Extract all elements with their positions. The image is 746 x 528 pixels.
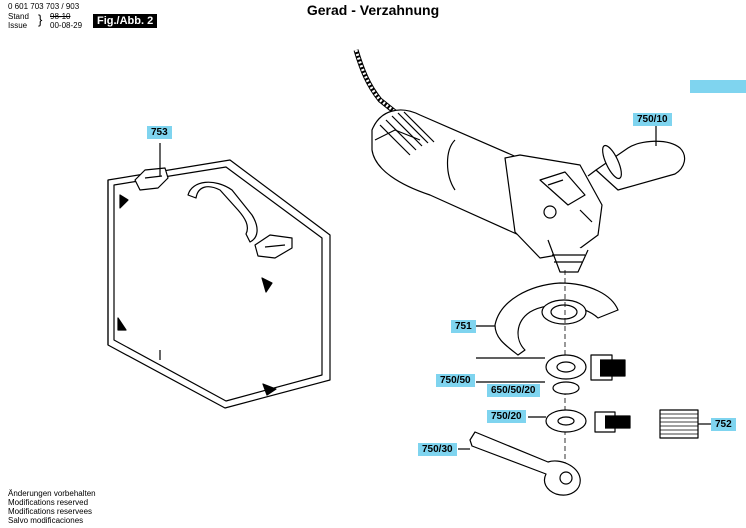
footer-line: Salvo modificaciones <box>8 516 84 525</box>
footer-line: Modifications reserved <box>8 498 89 507</box>
side-handle <box>587 126 686 191</box>
issue-value: 00-08-29 <box>50 21 83 30</box>
part-label-case: 753 <box>147 126 172 139</box>
part-label-spanner: 750/30 <box>418 443 457 456</box>
o-ring <box>552 381 580 395</box>
quick-nut <box>659 409 712 439</box>
part-label-guard: 751 <box>451 320 476 333</box>
footer-notes: Änderungen vorbehalten Modifications res… <box>8 489 96 525</box>
guard <box>468 282 619 356</box>
part-label-flange: 750/50 <box>436 374 475 387</box>
brace-icon: } <box>38 12 43 27</box>
stand-value: 98-10 <box>50 12 71 21</box>
doc-number: 0 601 703 703 / 903 <box>8 2 80 11</box>
spanner <box>458 431 581 496</box>
part-label-nut: 750/20 <box>487 410 526 423</box>
flange <box>545 354 587 380</box>
stand-label: Stand <box>8 12 29 21</box>
issue-label: Issue <box>8 21 28 30</box>
page-title: Gerad - Verzahnung <box>306 2 440 18</box>
side-tab <box>690 80 746 93</box>
carrying-case <box>107 143 331 409</box>
part-label-quick-nut: 752 <box>711 418 736 431</box>
footer-line: Änderungen vorbehalten <box>8 489 96 498</box>
clamping-nut <box>545 409 587 433</box>
part-label-oring: 650/50/20 <box>487 384 540 397</box>
grinder-body <box>371 109 603 273</box>
footer-line: Modifications reservees <box>8 507 93 516</box>
part-label-handle: 750/10 <box>633 113 672 126</box>
figure-badge: Fig./Abb. 2 <box>93 14 158 28</box>
